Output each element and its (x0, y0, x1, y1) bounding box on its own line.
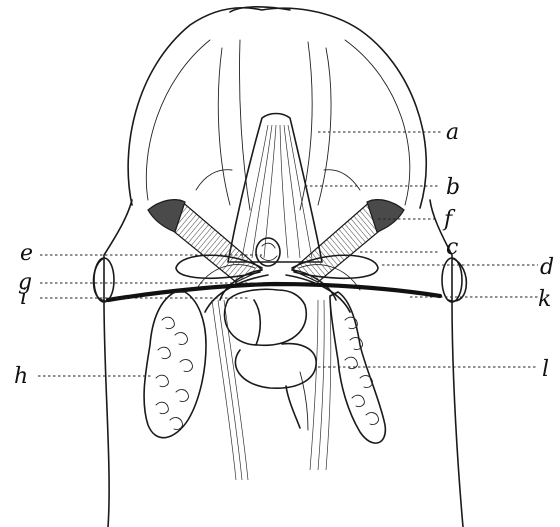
lower-organs (212, 289, 331, 480)
label-a: a (446, 120, 459, 145)
head-dome (128, 7, 426, 210)
label-f: f (442, 207, 456, 232)
label-e: e (20, 241, 33, 266)
gland-right (330, 292, 385, 443)
label-h: h (14, 364, 28, 389)
gland-left (144, 292, 206, 438)
label-l: l (542, 357, 549, 382)
label-c: c (446, 235, 458, 260)
transverse-bar (108, 284, 440, 300)
label-d: d (540, 255, 554, 280)
label-k: k (538, 287, 551, 312)
leader-lines (38, 132, 538, 376)
label-b: b (446, 175, 460, 200)
label-i: i (20, 285, 27, 310)
